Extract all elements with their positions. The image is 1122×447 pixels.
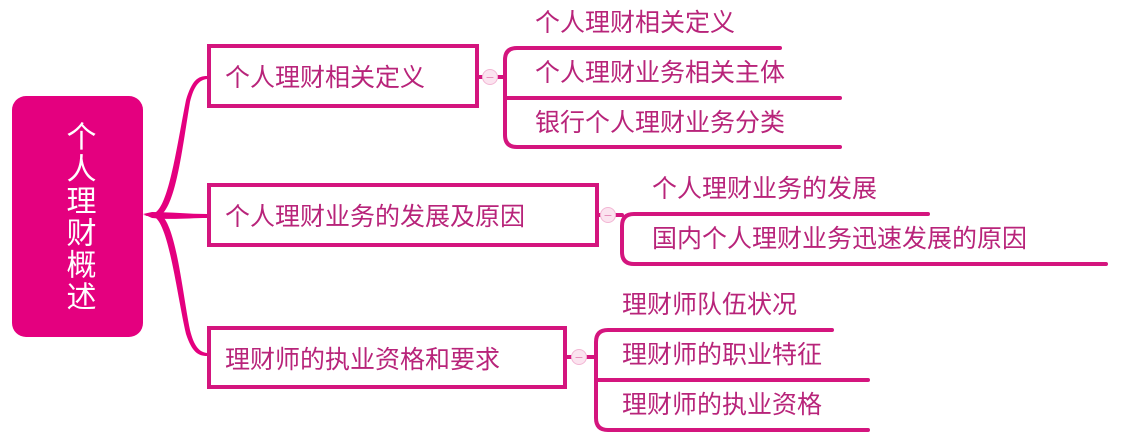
root-node[interactable]: 个人理财概述 <box>12 96 143 337</box>
leaf-node[interactable]: 个人理财相关定义 <box>535 8 736 37</box>
leaf-node[interactable]: 理财师的职业特征 <box>622 340 823 369</box>
root-connectors <box>143 76 207 356</box>
branch-node-definitions[interactable]: 个人理财相关定义 <box>207 44 479 108</box>
leaf-node[interactable]: 银行个人理财业务分类 <box>535 108 786 137</box>
root-node-label: 个人理财概述 <box>60 120 96 313</box>
leaf-node[interactable]: 国内个人理财业务迅速发展的原因 <box>652 224 1028 253</box>
collapse-toggle-icon[interactable]: − <box>571 349 587 365</box>
minus-icon: − <box>485 70 495 84</box>
branch-node-planner-qualifications[interactable]: 理财师的执业资格和要求 <box>207 326 567 389</box>
minus-icon: − <box>603 208 613 222</box>
leaf-node[interactable]: 理财师的执业资格 <box>622 390 823 419</box>
collapse-toggle-icon[interactable]: − <box>482 69 498 85</box>
branch-node-label: 个人理财业务的发展及原因 <box>225 202 526 231</box>
branch-node-development[interactable]: 个人理财业务的发展及原因 <box>207 183 599 247</box>
minus-icon: − <box>574 350 584 364</box>
branch-node-label: 理财师的执业资格和要求 <box>225 344 501 374</box>
leaf-node[interactable]: 理财师队伍状况 <box>622 290 798 319</box>
branch-node-label: 个人理财相关定义 <box>225 63 426 92</box>
leaf-node[interactable]: 个人理财业务相关主体 <box>535 58 786 87</box>
collapse-toggle-icon[interactable]: − <box>600 207 616 223</box>
leaf-node[interactable]: 个人理财业务的发展 <box>652 174 878 203</box>
